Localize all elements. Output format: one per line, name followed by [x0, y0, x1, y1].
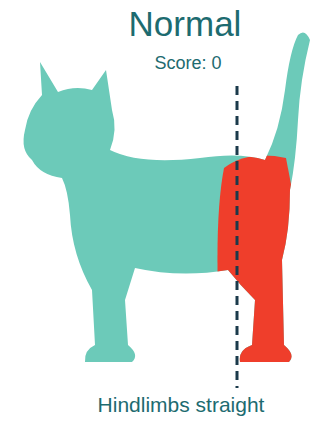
hindquarter-highlight [217, 156, 300, 370]
diagram-title: Normal [0, 4, 326, 44]
score-label: Score: 0 [0, 52, 326, 74]
diagram-caption: Hindlimbs straight [0, 392, 326, 418]
reference-line [236, 86, 239, 388]
